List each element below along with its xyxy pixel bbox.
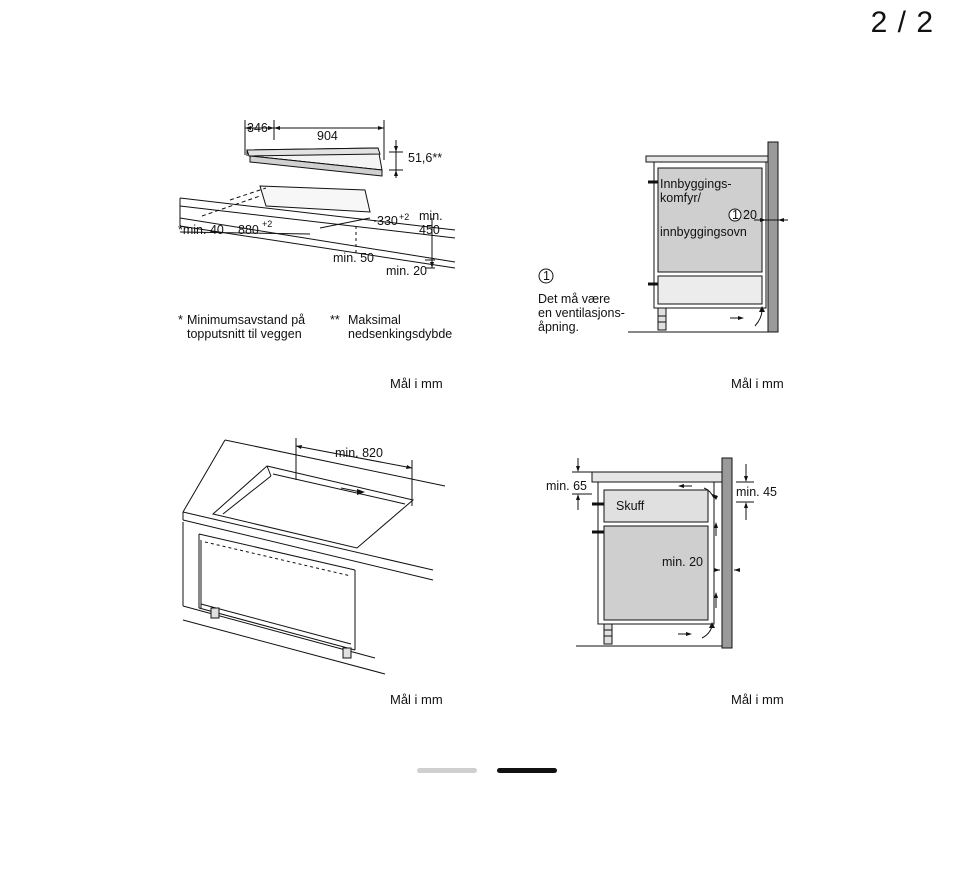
note-1-mark: *: [178, 313, 183, 327]
dim-min-820: min. 820: [335, 446, 383, 460]
dim-20: 20: [743, 208, 757, 222]
vent-note-line-1: Det må være: [538, 292, 610, 306]
dim-330: 330: [377, 214, 398, 228]
oven-installation-drawing: 1 20 Innbyggings- komfyr/ innbyggingsovn…: [530, 140, 800, 340]
dim-330-tolerance: +2: [399, 212, 409, 222]
oven-label-line-1: Innbyggings-: [660, 177, 732, 191]
dim-346: 346: [247, 121, 268, 135]
callout-number: 1: [732, 208, 739, 222]
unit-label-4: Mål i mm: [731, 692, 784, 707]
dim-min-20: min. 20: [386, 264, 427, 278]
note-2-line-2: nedsenkingsdybde: [348, 327, 452, 341]
note-1-line-2: topputsnitt til veggen: [187, 327, 302, 341]
unit-label-1: Mål i mm: [390, 376, 443, 391]
dim-min-20: min. 20: [662, 555, 703, 569]
unit-label-2: Mål i mm: [731, 376, 784, 391]
note-2-mark: **: [330, 313, 340, 327]
page-counter: 2 / 2: [870, 6, 934, 39]
dim-450: 450: [419, 223, 440, 237]
note-1-line-1: Minimumsavstand på: [187, 313, 305, 327]
dim-min-label: min.: [419, 209, 443, 223]
pagination-dots: [417, 768, 559, 774]
note-number: 1: [543, 269, 550, 283]
dim-min-40: *min. 40: [178, 223, 224, 237]
vent-note-line-2: en ventilasjons-: [538, 306, 625, 320]
dim-904: 904: [317, 129, 338, 143]
dim-min-50: min. 50: [333, 251, 374, 265]
drawer-label: Skuff: [616, 499, 645, 513]
oven-label-line-2: komfyr/: [660, 191, 702, 205]
cutout-dimensions-drawing: 346 904 51,6** *min. 40 880 +2 330 +2 mi…: [170, 110, 480, 350]
dim-min-45: min. 45: [736, 485, 777, 499]
dim-min-65: min. 65: [546, 479, 587, 493]
note-2-line-1: Maksimal: [348, 313, 401, 327]
page-dot-1[interactable]: [417, 768, 477, 773]
worktop-cabinet-drawing: min. 820: [175, 430, 446, 680]
oven-label-line-3: innbyggingsovn: [660, 225, 747, 239]
vent-note-line-3: åpning.: [538, 320, 579, 334]
page-dot-2[interactable]: [497, 768, 557, 773]
dim-880-tolerance: +2: [262, 219, 272, 229]
drawer-installation-drawing: min. 65 min. 45 Skuff min. 20: [540, 450, 790, 655]
dim-880: 880: [238, 223, 259, 237]
unit-label-3: Mål i mm: [390, 692, 443, 707]
dim-51-6: 51,6**: [408, 151, 442, 165]
